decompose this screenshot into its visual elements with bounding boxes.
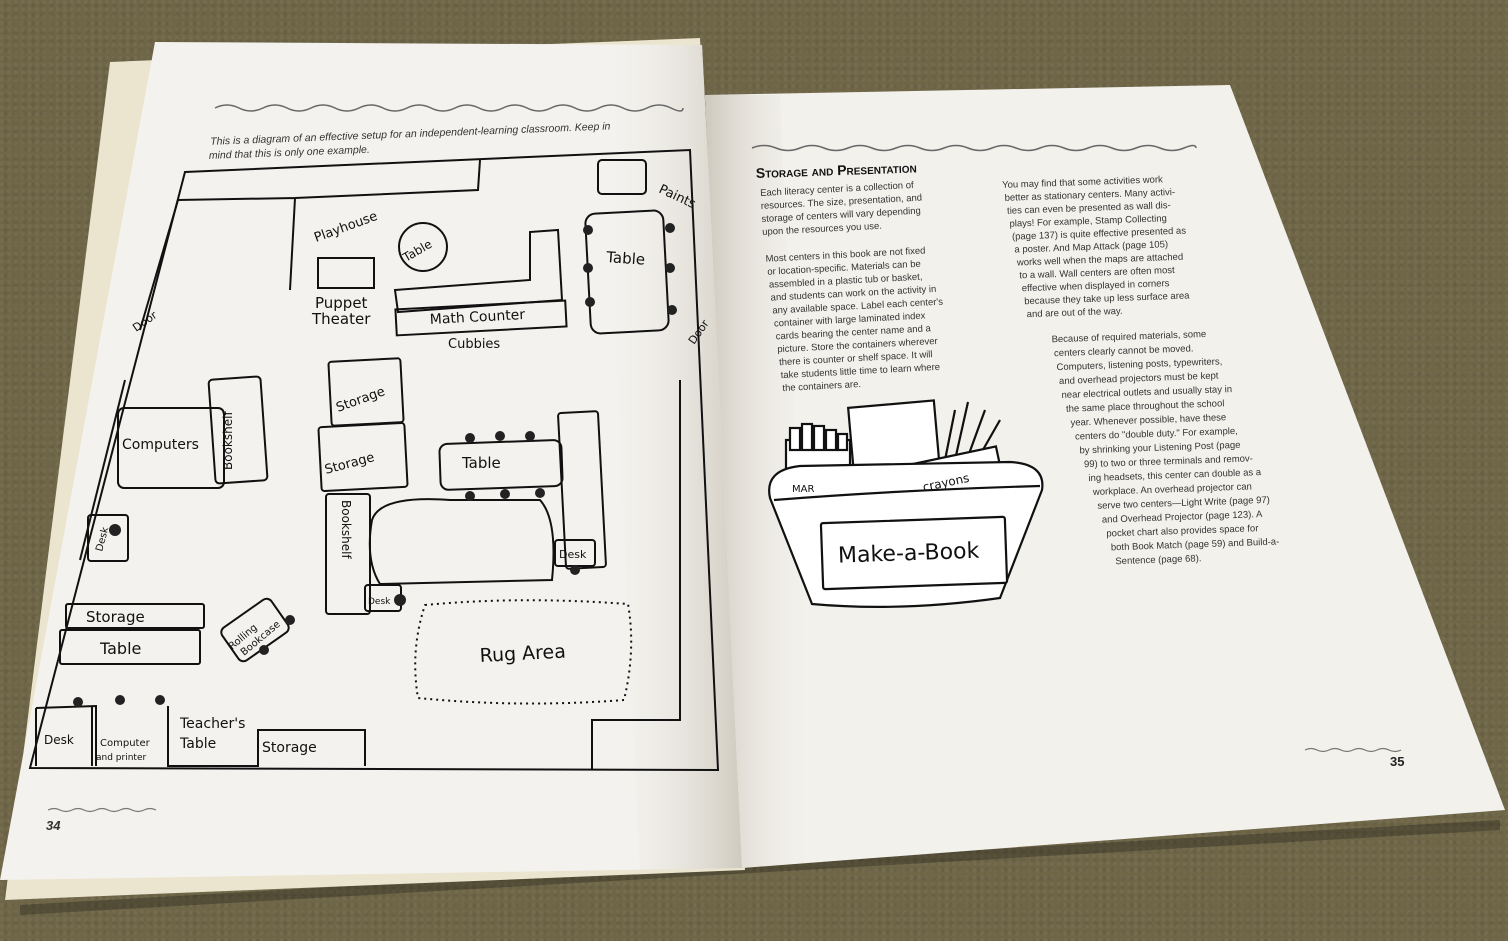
bottom-furniture [35, 704, 366, 767]
label-storage-c: Storage [86, 608, 145, 626]
label-puppet-theater-1: Puppet [315, 294, 368, 312]
col1-p2-line: the containers are. [782, 379, 861, 394]
rug-shape [414, 599, 633, 705]
footer-wave-right [1304, 747, 1402, 753]
col2-p1-line: a poster. And Map Attack (page 105) [1014, 239, 1168, 255]
math-counter-shape [393, 228, 564, 314]
bookshelf-middle-shape [325, 493, 371, 615]
col2-p2-line: Because of required materials, some [1051, 329, 1206, 345]
col2-p1-line: and are out of the way. [1027, 306, 1123, 320]
label-rug-area: Rug Area [479, 641, 566, 667]
label-table-top-right: Table [605, 248, 646, 269]
left-page: This is a diagram of an effective setup … [0, 38, 745, 900]
label-math-counter: Math Counter [429, 307, 525, 328]
marker-box-text: MAR [792, 484, 814, 495]
chair-dots [73, 223, 677, 707]
right-page: Storage and Presentation Each literacy c… [705, 85, 1505, 868]
label-teachers-table-2: Table [179, 736, 216, 752]
gutter-shade-right [705, 95, 815, 868]
crayon-sticks [788, 422, 849, 452]
label-desk-middle: Desk [559, 548, 587, 561]
right-wall-segment [591, 380, 681, 770]
round-table-shape [398, 222, 448, 272]
col2-p1-line: plays! For example, Stamp Collecting [1009, 213, 1167, 229]
label-desk-bottom: Desk [44, 733, 74, 747]
cubbies-shape [394, 299, 568, 337]
col2-p2-line: centers clearly cannot be moved. [1054, 343, 1194, 359]
sink-unit [597, 159, 647, 195]
classroom-floor-plan [28, 148, 720, 772]
sofa-shape [368, 498, 555, 586]
label-storage-bottom: Storage [262, 740, 317, 756]
col2-p2-line: year. Whenever possible, have these [1070, 412, 1226, 428]
puppet-stage [317, 257, 375, 289]
label-computer-printer-1: Computer [100, 738, 151, 749]
page-number-right: 35 [1390, 754, 1404, 769]
footer-wave-left [47, 807, 157, 813]
storage-b-shape [317, 421, 409, 493]
col2-p1-line: to a wall. Wall centers are often most [1019, 265, 1175, 281]
header-wave-left [214, 104, 684, 112]
table-middle-shape [438, 439, 564, 491]
table-lower-left-shape [59, 629, 201, 665]
tub-rim [773, 484, 1041, 502]
label-computer-printer-2: and printer [96, 753, 146, 763]
storage-c-shape [65, 603, 205, 629]
make-a-book-illustration [768, 399, 1044, 609]
col2-p2-line: pocket chart also provides space for [1106, 523, 1258, 539]
page-number-left: 34 [46, 818, 61, 833]
label-table-lower-left: Table [99, 639, 141, 658]
label-bookshelf-left: Bookshelf [221, 411, 235, 470]
label-card [819, 515, 1009, 591]
section-heading: Storage and Presentation [756, 159, 917, 181]
pencils [943, 401, 1001, 463]
tub-label-text: Make-a-Book [838, 539, 980, 569]
col2-p1-line: effective when displayed in corners [1022, 278, 1170, 294]
col2-p2-line: Sentence (page 68). [1115, 553, 1201, 567]
computers-table [117, 407, 225, 489]
label-computers: Computers [122, 437, 199, 453]
right-page-sheet [705, 85, 1505, 868]
room-outline [28, 148, 720, 772]
divider-shelf [557, 410, 607, 570]
header-wave-right [751, 144, 1197, 152]
label-cubbies: Cubbies [448, 337, 500, 352]
label-teachers-table-1: Teacher's [179, 716, 245, 732]
bookshelf-left-shape [207, 375, 269, 485]
label-desk-small: Desk [368, 597, 391, 607]
desk-left-shape [87, 514, 129, 562]
book-shadow [20, 820, 1500, 915]
gutter-shade-left [600, 45, 745, 870]
label-puppet-theater-2: Theater [311, 310, 371, 328]
top-walls [177, 159, 481, 291]
label-bookshelf-middle: Bookshelf [339, 500, 353, 559]
label-table-middle: Table [461, 454, 501, 472]
